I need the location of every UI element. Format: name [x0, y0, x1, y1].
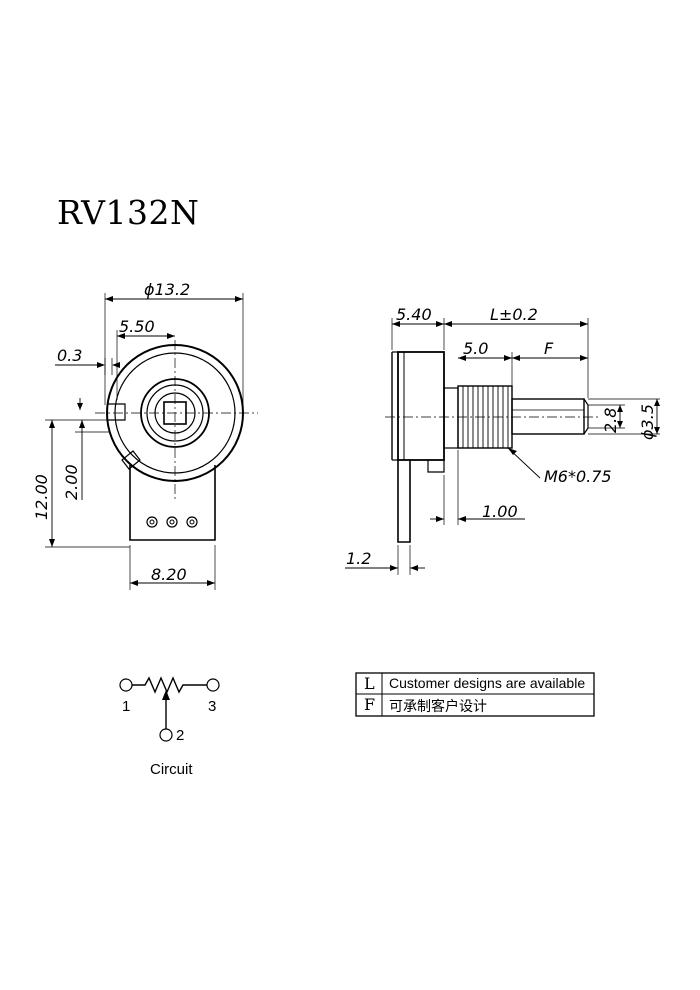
anti-rotation-tab: [107, 403, 126, 421]
notch: [121, 450, 141, 470]
dim-F: F: [544, 339, 554, 358]
dim-1-2: 1.2: [346, 549, 371, 568]
side-view: [345, 318, 660, 575]
pin-1-terminal: [119, 678, 133, 692]
note-text-F: 可承制客户设计: [389, 698, 487, 714]
terminal-hole-1: [146, 516, 158, 528]
side-body: [397, 351, 445, 461]
note-key-F: F: [364, 695, 376, 714]
front-view: [45, 293, 258, 590]
pin-3-terminal: [206, 678, 220, 692]
dim-8-20: 8.20: [151, 565, 187, 584]
dim-diameter: ϕ13.2: [144, 280, 190, 299]
dim-thread: M6*0.75: [544, 467, 612, 486]
dim-5-40: 5.40: [396, 305, 432, 324]
terminal-hole-2: [166, 516, 178, 528]
side-bushing: [443, 387, 459, 449]
circuit-caption: Circuit: [150, 761, 193, 778]
dim-3-5: ϕ3.5: [638, 404, 657, 440]
pin-2-label: 2: [176, 727, 184, 744]
pin-3-label: 3: [208, 698, 216, 715]
circuit-schematic: [119, 676, 220, 742]
pin-1-label: 1: [122, 698, 130, 715]
resistor-zigzag: [132, 676, 207, 694]
dim-5-0: 5.0: [463, 339, 488, 358]
dim-5-50: 5.50: [119, 317, 155, 336]
dim-12-00: 12.00: [32, 474, 51, 520]
wiper-arrow: [162, 690, 170, 700]
dim-L: L±0.2: [490, 305, 538, 324]
side-shaft: [511, 398, 585, 435]
dim-1-00: 1.00: [482, 502, 518, 521]
notes-table: [355, 672, 595, 717]
note-key-L: L: [364, 674, 375, 693]
page-title: RV132N: [57, 193, 200, 232]
dim-2-00: 2.00: [62, 464, 81, 500]
terminal-hole-3: [186, 516, 198, 528]
pin-2-terminal: [159, 728, 173, 742]
side-terminal: [397, 460, 411, 543]
dim-2-8: 2.8: [601, 408, 620, 433]
dim-0-3: 0.3: [57, 346, 82, 365]
note-text-L: Customer designs are available: [389, 675, 586, 691]
terminal-plate: [129, 465, 216, 541]
